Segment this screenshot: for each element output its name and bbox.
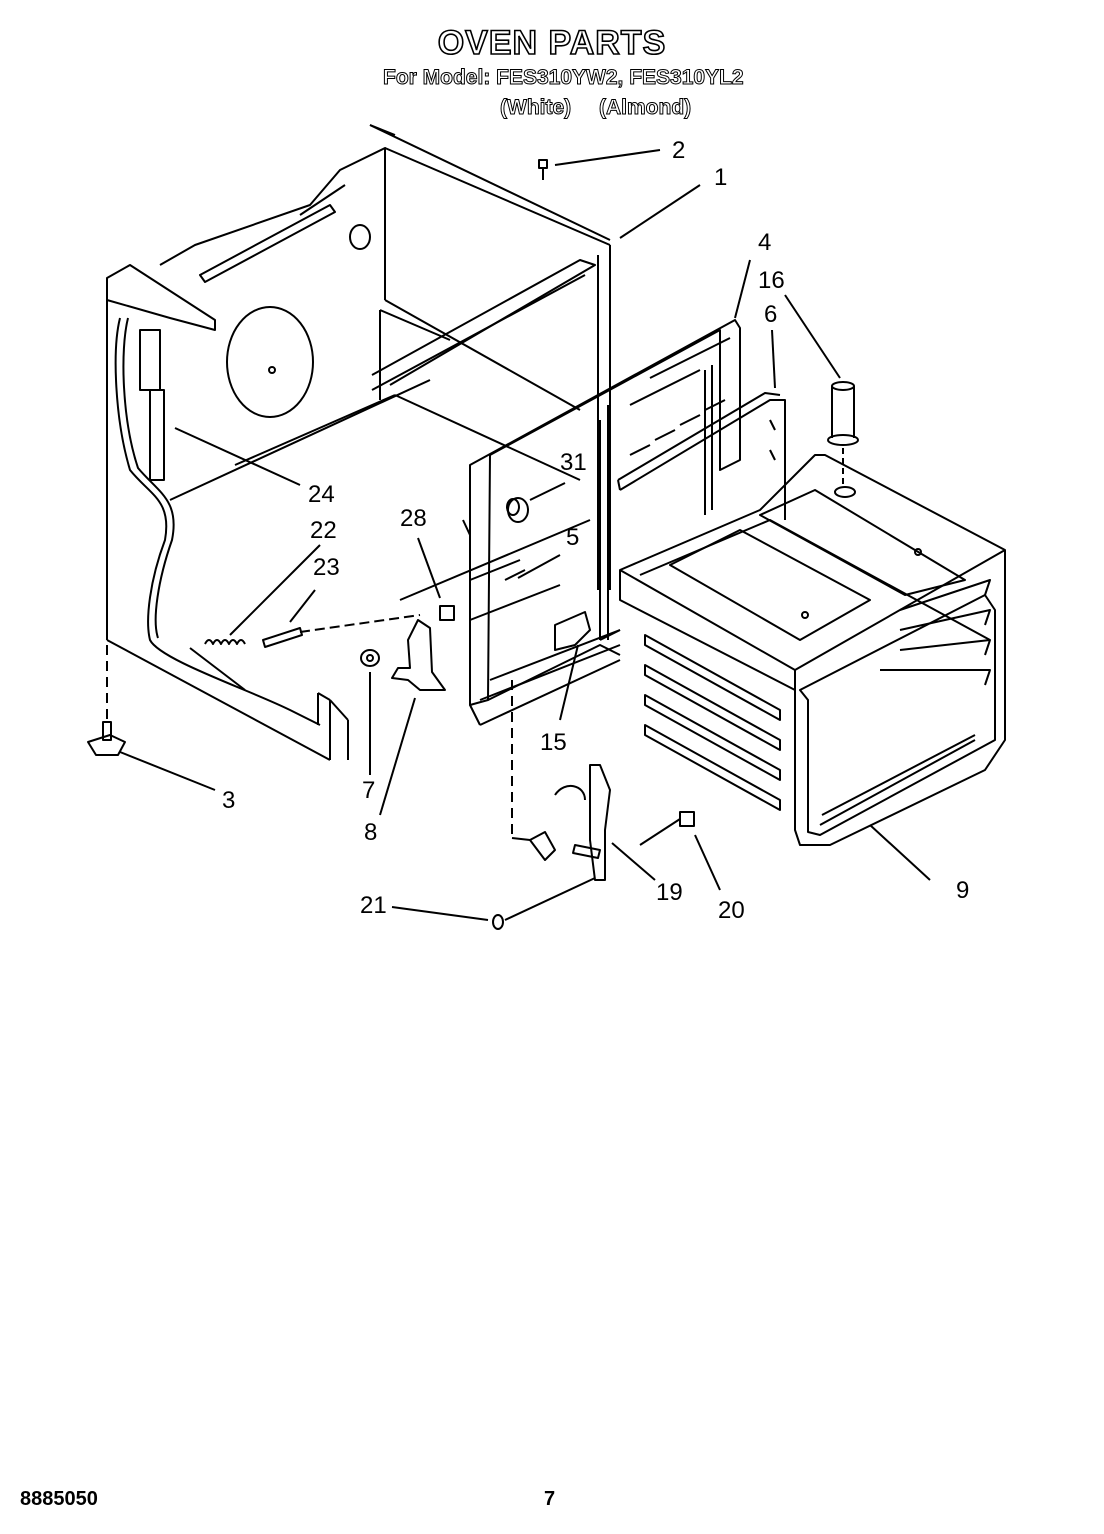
oven-chassis-frame (106, 124, 611, 761)
part-22-spring (204, 639, 246, 645)
callout-2: 2 (672, 137, 685, 164)
part-16-post (827, 381, 859, 498)
callout-1: 1 (714, 164, 727, 191)
callout-15: 15 (540, 729, 567, 756)
part-31-knob (506, 497, 529, 523)
callout-7: 7 (362, 777, 375, 804)
part-19-latch (511, 680, 611, 881)
document-number: 8885050 (20, 1488, 98, 1510)
callout-22: 22 (310, 517, 337, 544)
page-number: 7 (544, 1488, 556, 1510)
part-5-pin (504, 569, 526, 581)
callout-3: 3 (222, 787, 235, 814)
part-21-clip (492, 877, 596, 930)
callout-21: 21 (360, 892, 387, 919)
callout-5: 5 (566, 524, 579, 551)
callout-16: 16 (758, 267, 785, 294)
callout-24: 24 (308, 481, 335, 508)
callout-6: 6 (764, 301, 777, 328)
part-23-spring (262, 627, 303, 648)
part-8-bracket (391, 619, 446, 691)
callout-4: 4 (758, 229, 771, 256)
part-7-nut (360, 649, 380, 667)
part-3-leveling-leg (87, 645, 126, 756)
callout-23: 23 (313, 554, 340, 581)
color-variants: (White) (Almond) (499, 96, 705, 120)
callout-19: 19 (656, 879, 683, 906)
callout-20: 20 (718, 897, 745, 924)
part-28-bushing (299, 605, 455, 633)
callout-28: 28 (400, 505, 427, 532)
chassis-floor-rails (399, 519, 621, 701)
page-title: OVEN PARTS (437, 23, 667, 63)
callout-31: 31 (560, 449, 587, 476)
callout-labels: 2 1 4 16 6 31 5 28 22 23 24 15 3 7 8 9 1… (222, 137, 969, 924)
part-2-screw (538, 159, 548, 180)
callout-9: 9 (956, 877, 969, 904)
part-20-screw (639, 811, 695, 846)
oven-cavity-liner (619, 454, 1006, 846)
variant-almond: (Almond) (598, 96, 692, 120)
leader-lines (119, 149, 931, 921)
front-frame (462, 319, 741, 726)
rack-support (617, 392, 786, 520)
variant-white: (White) (499, 96, 572, 120)
part-15-bracket (554, 611, 591, 651)
callout-8: 8 (364, 819, 377, 846)
model-line: For Model: FES310YW2, FES310YL2 (383, 66, 745, 90)
